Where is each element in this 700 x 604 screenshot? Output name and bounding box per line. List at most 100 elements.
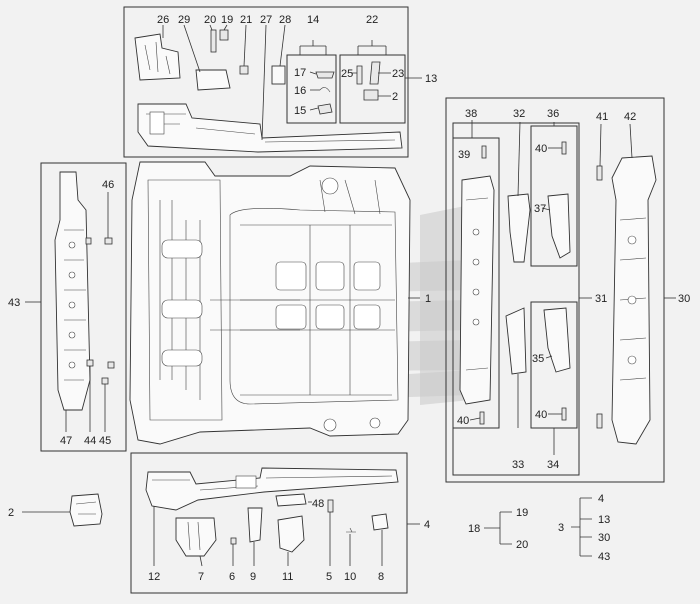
part-12-rail (145, 467, 399, 511)
part-40-a (481, 145, 487, 159)
callout-17: 17 (294, 67, 306, 79)
part-48 (275, 493, 307, 507)
part-21-block (239, 65, 249, 75)
part-40-b (479, 411, 485, 425)
part-33 (505, 307, 527, 375)
top-group-frame (123, 6, 409, 158)
callout-11: 11 (282, 571, 293, 583)
part-19-clip (219, 29, 229, 41)
part-35 (543, 307, 571, 373)
part-37 (547, 193, 571, 259)
callout-30: 30 (678, 293, 690, 305)
callout-10: 10 (344, 571, 356, 583)
part-23 (369, 61, 381, 85)
callout-45: 45 (99, 435, 111, 447)
part-46 (104, 237, 113, 245)
callout-40-top: 40 (535, 143, 547, 155)
part-17 (315, 71, 335, 79)
callout-19-tree: 19 (516, 507, 528, 519)
callout-1: 1 (425, 293, 431, 305)
callout-36: 36 (547, 108, 559, 120)
callout-18: 18 (468, 523, 480, 535)
part-7 (175, 517, 217, 557)
callout-5: 5 (326, 571, 332, 583)
part-28-plate (271, 65, 286, 85)
callout-22: 22 (366, 14, 378, 26)
callout-28: 28 (279, 14, 291, 26)
part-8 (371, 513, 389, 531)
tree-18: 18 19 20 (468, 507, 528, 551)
part-20-pin (210, 29, 217, 53)
subgroup-14-frame (286, 54, 337, 124)
callout-12: 12 (148, 571, 160, 583)
part-40-d (561, 407, 567, 421)
bottom-group: 12 7 6 9 11 48 5 10 8 4 (130, 452, 430, 594)
callout-31: 31 (595, 293, 607, 305)
tree-3: 3 4 13 30 43 (558, 493, 610, 563)
callout-9: 9 (250, 571, 256, 583)
callout-47: 47 (60, 435, 72, 447)
callout-20-tree: 20 (516, 539, 528, 551)
callout-2-top: 2 (392, 91, 398, 103)
callout-44: 44 (84, 435, 96, 447)
right-group: 38 32 36 41 42 39 40 37 31 30 35 40 40 3… (445, 97, 690, 483)
callout-15: 15 (294, 105, 306, 117)
part-rail-top (137, 103, 403, 153)
callout-8: 8 (378, 571, 384, 583)
callout-26: 26 (157, 14, 169, 26)
callout-16: 16 (294, 85, 306, 97)
standalone-part-2: 2 (8, 493, 103, 527)
callout-19: 19 (221, 14, 233, 26)
floor-panel: 1 (129, 161, 431, 445)
part-9 (247, 507, 263, 543)
left-group: 46 43 47 44 45 (8, 162, 127, 452)
callout-41: 41 (596, 111, 608, 123)
subgroup-22-frame (339, 54, 406, 124)
bottom-group-frame (130, 452, 408, 594)
part-2-bracket (69, 493, 103, 527)
part-29-plate (195, 69, 231, 91)
callout-27: 27 (260, 14, 272, 26)
callout-37: 37 (534, 203, 546, 215)
callout-33: 33 (512, 459, 524, 471)
callout-20: 20 (204, 14, 216, 26)
callout-6: 6 (229, 571, 235, 583)
part-15 (317, 103, 333, 115)
left-group-frame (40, 162, 127, 452)
callout-13: 13 (425, 73, 437, 85)
callout-7: 7 (198, 571, 204, 583)
callout-40-bottom: 40 (535, 409, 547, 421)
part-45 (101, 377, 109, 385)
callout-29: 29 (178, 14, 190, 26)
part-32-bracket (507, 193, 531, 263)
callout-23: 23 (392, 68, 404, 80)
part-41 (596, 165, 603, 181)
part-6 (230, 537, 237, 545)
callout-42: 42 (624, 111, 636, 123)
callout-4-tree: 4 (598, 493, 604, 505)
rail-window (149, 111, 165, 135)
callout-48: 48 (312, 498, 324, 510)
part-2-small (363, 89, 379, 101)
callout-14: 14 (307, 14, 319, 26)
right-group-frame-30 (445, 97, 665, 483)
callout-40-left: 40 (457, 415, 469, 427)
part-11 (277, 515, 305, 553)
callout-21: 21 (240, 14, 252, 26)
callout-25: 25 (341, 68, 353, 80)
part-25 (356, 65, 363, 85)
callout-38: 38 (465, 108, 477, 120)
part-40-c (561, 141, 567, 155)
callout-43: 43 (8, 297, 20, 309)
part-10 (346, 527, 356, 533)
part-44 (86, 359, 94, 367)
part-26-bracket (134, 33, 181, 81)
callout-34: 34 (547, 459, 559, 471)
callout-3: 3 (558, 522, 564, 534)
callout-46: 46 (102, 179, 114, 191)
callout-39: 39 (458, 149, 470, 161)
callout-13-tree: 13 (598, 514, 610, 526)
top-group: 26 29 20 19 21 27 28 14 22 17 16 15 25 2… (123, 6, 437, 158)
